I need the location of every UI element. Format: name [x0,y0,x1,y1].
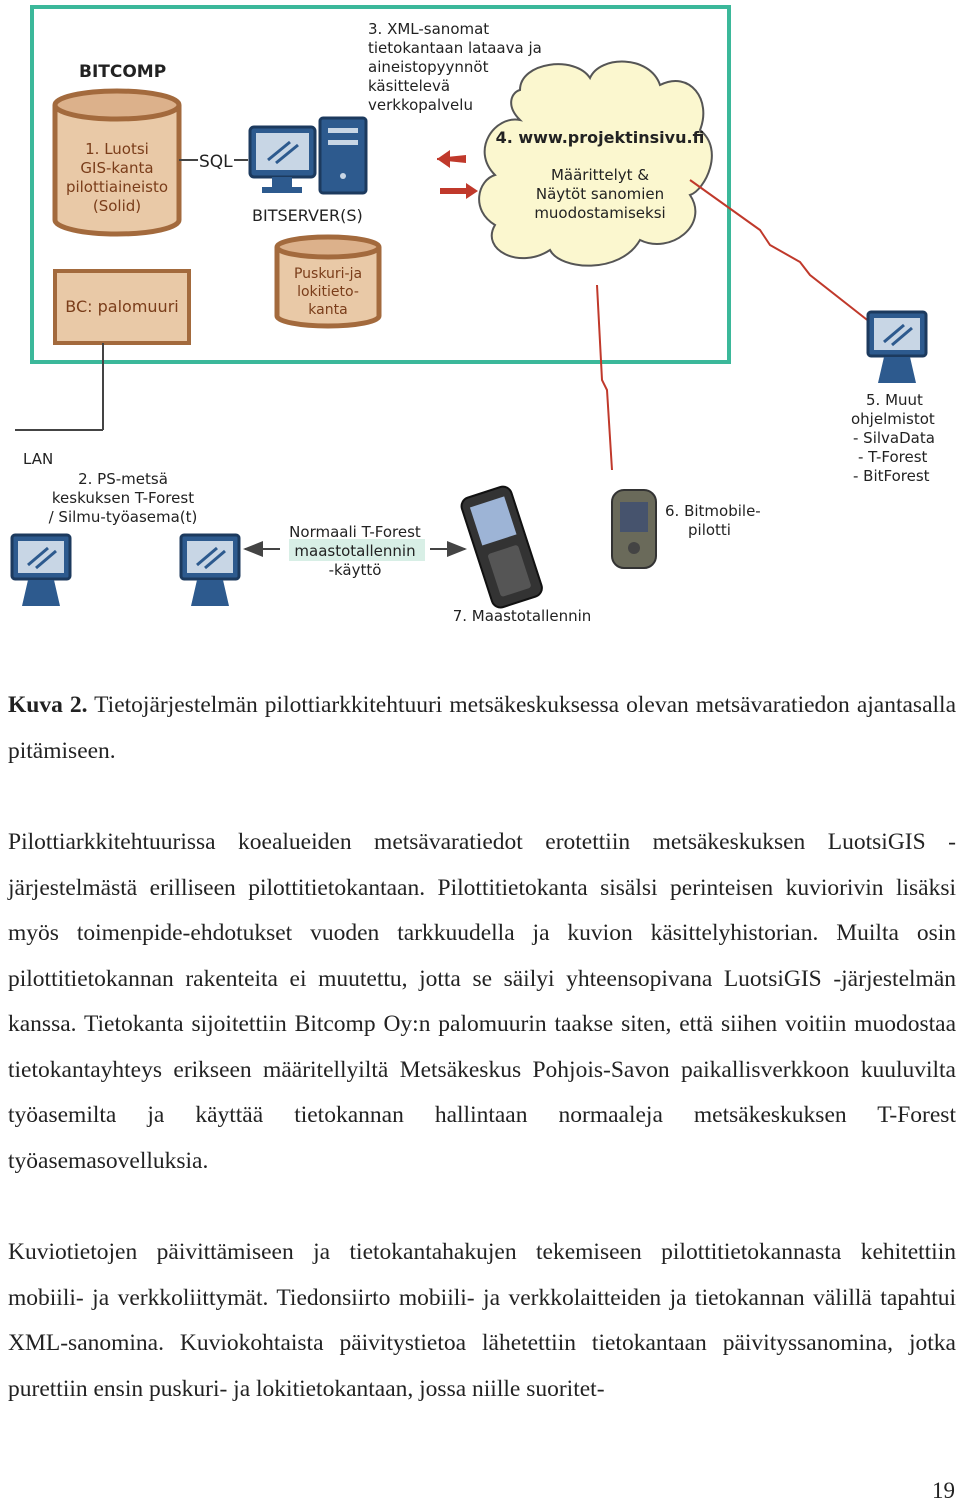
body-paragraph-2: Kuviotietojen päivittämiseen ja tietokan… [8,1239,956,1402]
workstation-monitor-1-icon [10,533,72,606]
firewall-label: BC: palomuuri [65,297,178,316]
website-title: 4. www.projektinsivu.fi [496,128,705,147]
arrow-left-icon [437,150,466,168]
bitmobile-line-2: pilotti [688,521,731,539]
firewall-box [53,269,191,345]
buffer-db-line-1: Puskuri-ja [294,266,362,282]
bitcomp-label: BITCOMP [79,62,166,82]
other-software-line-1: 5. Muut [866,391,923,409]
wireless-link-to-mobile [596,284,613,471]
workstation-monitor-2-icon [179,533,241,606]
luotsi-db-line-1: 1. Luotsi [85,140,149,158]
luotsi-db-line-4: (Solid) [93,197,141,215]
other-software-line-2: ohjelmistot [851,410,935,428]
website-desc-line-3: muodostamiseksi [534,204,665,222]
website-desc-line-1: Määrittelyt & [551,166,649,184]
bitcomp-zone-frame [30,5,731,364]
body-paragraph-1: Pilottiarkkitehtuurissa koealueiden mets… [8,829,956,1174]
luotsi-database: 1. Luotsi GIS-kanta pilottiaineisto (Sol… [52,88,182,237]
xml-service-line-2: tietokantaan lataava ja [368,39,542,57]
ps-workstation-line-1: 2. PS-metsä [78,470,168,488]
xml-service-line-4: käsittelevä [368,77,450,95]
field-recorder-label: 7. Maastotallennin [453,607,592,625]
field-recorder-device-icon [460,485,543,609]
caption-label: Kuva 2. [8,692,88,718]
lan-label: LAN [23,450,53,468]
normal-tforest-line-3: -käyttö [329,561,382,579]
normal-tforest-line-1: Normaali T-Forest [289,523,421,541]
arrow-right-icon [440,183,478,199]
bitmobile-phone-icon [611,489,657,569]
caption-text: Tietojärjestelmän pilottiarkkitehtuuri m… [8,692,956,764]
other-software-line-4: - T-Forest [858,448,928,466]
bitserver-label: BITSERVER(S) [252,206,363,225]
ps-workstation-line-3: / Silmu-työasema(t) [49,508,198,526]
wireless-link-to-other-software [689,179,881,331]
buffer-db-line-3: kanta [308,302,347,318]
buffer-db-line-2: lokitieto- [297,284,359,300]
cloud-shape [478,60,713,267]
ps-workstation-line-2: keskuksen T-Forest [52,489,194,507]
bitmobile-line-1: 6. Bitmobile- [665,502,761,520]
xml-service-line-3: aineistopyynnöt [368,58,489,76]
bitserver-icon [248,116,368,195]
sql-label: SQL [199,152,233,172]
other-software-monitor-icon [866,310,928,383]
buffer-log-database: Puskuri-ja lokitieto- kanta [274,234,382,329]
luotsi-db-line-2: GIS-kanta [80,159,153,177]
other-software-line-5: - BitForest [853,467,930,485]
architecture-diagram: BITCOMP 1. Luotsi GIS-kanta pilottiainei… [10,5,935,625]
other-software-line-3: - SilvaData [853,429,935,447]
normal-tforest-highlight [289,539,425,561]
xml-service-line-1: 3. XML-sanomat [368,20,489,38]
xml-service-line-5: verkkopalvelu [368,96,473,114]
figure-caption: Kuva 2. Tietojärjestelmän pilottiarkkite… [8,683,956,774]
luotsi-db-line-3: pilottiaineisto [66,178,168,196]
website-desc-line-2: Näytöt sanomien [536,185,664,203]
normal-tforest-line-2: maastotallennin [294,542,415,560]
page-number: 19 [932,1478,955,1503]
